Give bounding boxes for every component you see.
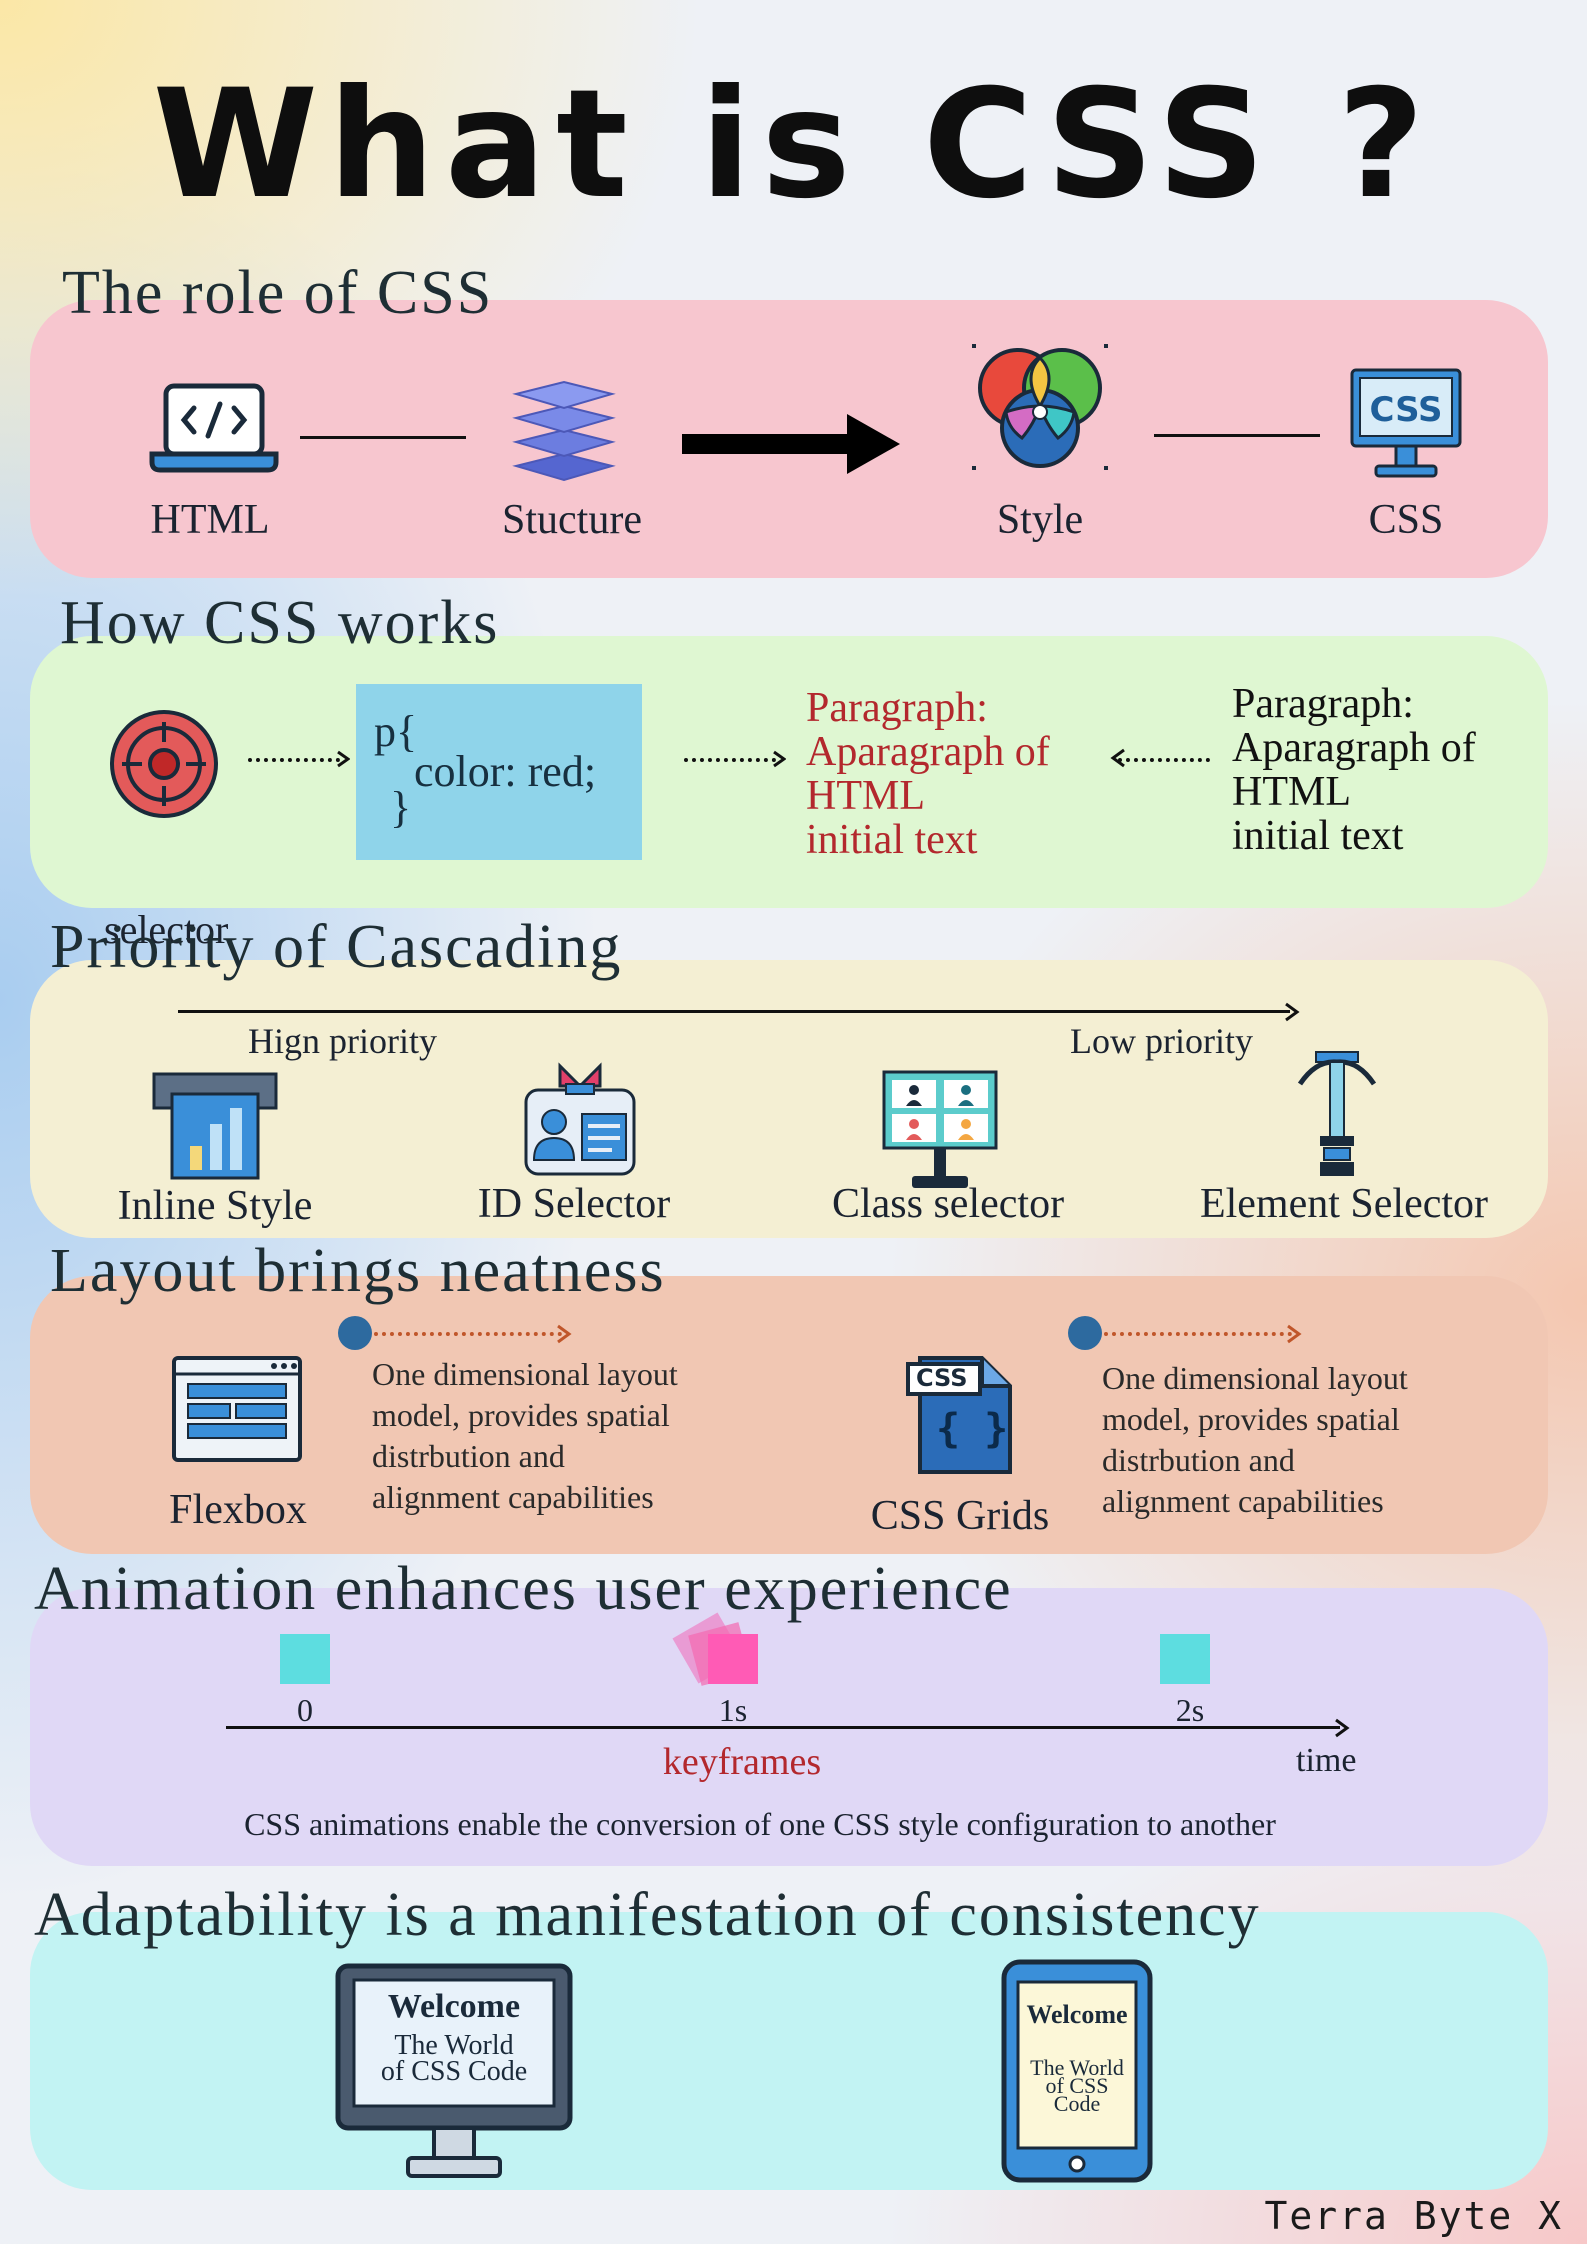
- works-heading: How CSS works: [60, 589, 500, 657]
- styled-line: Paragraph:: [806, 685, 988, 731]
- high-priority-label: Hign priority: [248, 1021, 437, 1061]
- desc-line: alignment capabilities: [1102, 1483, 1384, 1519]
- role-label-style: Style: [996, 497, 1084, 543]
- time-label: time: [1296, 1742, 1357, 1779]
- keyframe-square-2: [1160, 1634, 1210, 1684]
- tablet-line: The World: [1030, 2055, 1124, 2080]
- flow-arrow: [248, 758, 340, 762]
- tick-label: 2s: [1175, 1692, 1205, 1728]
- css-file-icon: CSS { }: [906, 1354, 1014, 1476]
- source-paragraph: Paragraph: Aparagraph of HTML initial te…: [1232, 682, 1476, 858]
- works-panel: [30, 636, 1548, 908]
- priority-label-class: Class selector: [831, 1181, 1065, 1227]
- css-file-tag: CSS: [916, 1364, 968, 1392]
- adapt-panel: [30, 1912, 1548, 2190]
- tablet-line: Code: [1053, 2091, 1101, 2116]
- keyframes-label: keyframes: [662, 1741, 822, 1783]
- css-monitor-icon: CSS: [1348, 366, 1464, 482]
- css-file-braces: { }: [936, 1406, 1009, 1452]
- source-line: Aparagraph of: [1232, 725, 1476, 771]
- tick-label: 1s: [718, 1692, 748, 1728]
- animation-heading: Animation enhances user experience: [34, 1555, 1013, 1623]
- arrowhead-right-icon: [556, 1324, 572, 1344]
- inline-style-icon: [150, 1070, 280, 1182]
- selector-label: selector: [104, 907, 229, 952]
- svg-text:CSS: CSS: [1369, 390, 1442, 430]
- page-title: What is CSS ?: [152, 58, 1435, 232]
- css-code-block: p{ color: red; }: [356, 684, 642, 860]
- desc-line: One dimensional layout: [372, 1356, 678, 1392]
- role-heading: The role of CSS: [62, 259, 494, 327]
- adapt-heading: Adaptability is a manifestation of consi…: [34, 1881, 1261, 1949]
- desc-line: distrbution and: [372, 1438, 565, 1474]
- role-label-structure: Stucture: [502, 497, 642, 543]
- class-group-icon: [880, 1068, 1000, 1192]
- priority-label-id: ID Selector: [477, 1181, 671, 1227]
- arrowhead-right-icon: [1284, 1002, 1300, 1022]
- desktop-line: The World: [394, 2030, 514, 2061]
- layout-heading: Layout brings neatness: [50, 1237, 666, 1305]
- arrowhead-right-icon: [772, 750, 786, 768]
- stacked-layers-icon: [508, 376, 620, 486]
- desktop-monitor-icon: Welcome The World of CSS Code: [334, 1962, 574, 2182]
- desc-line: distrbution and: [1102, 1442, 1295, 1478]
- tick-label: 0: [297, 1692, 313, 1728]
- arrowhead-right-icon: [336, 750, 350, 768]
- priority-label-element: Element Selector: [1199, 1181, 1489, 1227]
- connector-line: [1154, 434, 1320, 437]
- flow-arrow: [1118, 758, 1210, 762]
- priority-label-inline: Inline Style: [117, 1183, 313, 1229]
- desc-line: One dimensional layout: [1102, 1360, 1408, 1396]
- watermark: Terra Byte X: [1264, 2194, 1563, 2238]
- flexbox-label: Flexbox: [169, 1487, 307, 1533]
- tablet-welcome: Welcome: [1026, 2000, 1128, 2029]
- low-priority-label: Low priority: [1070, 1021, 1253, 1061]
- styled-line: Aparagraph of: [806, 729, 1050, 775]
- styled-paragraph: Paragraph: Aparagraph of HTML initial te…: [806, 686, 1050, 862]
- timeline-axis: [226, 1726, 1340, 1729]
- flexbox-description: One dimensional layout model, provides s…: [372, 1354, 678, 1518]
- bullet-arrow: [374, 1332, 562, 1336]
- tablet-icon: Welcome The World of CSS Code: [1000, 1958, 1154, 2184]
- id-card-icon: [520, 1060, 640, 1180]
- source-line: Paragraph:: [1232, 681, 1414, 727]
- target-icon: [108, 708, 220, 820]
- color-venn-icon: [970, 340, 1110, 476]
- arrowhead-left-icon: [1110, 748, 1126, 768]
- code-line: p{: [374, 707, 418, 756]
- bullet-arrow: [1104, 1332, 1292, 1336]
- animation-caption: CSS animations enable the conversion of …: [244, 1806, 1276, 1842]
- flow-arrow: [684, 758, 776, 762]
- priority-panel: [30, 960, 1548, 1238]
- desc-line: model, provides spatial: [1102, 1401, 1400, 1437]
- styled-line: HTML: [806, 773, 925, 819]
- priority-heading: Priority of Cascading: [50, 913, 623, 981]
- role-label-css: CSS: [1368, 497, 1444, 543]
- desktop-line: of CSS Code: [380, 2056, 528, 2087]
- keyframe-square-1: [708, 1634, 758, 1684]
- code-line: }: [390, 783, 412, 832]
- desc-line: model, provides spatial: [372, 1397, 670, 1433]
- priority-axis-line: [178, 1010, 1290, 1013]
- source-line: initial text: [1232, 813, 1404, 859]
- tablet-line: of CSS: [1045, 2073, 1109, 2098]
- element-tool-icon: [1292, 1048, 1382, 1180]
- keyframe-square-0: [280, 1634, 330, 1684]
- laptop-code-icon: [148, 382, 280, 474]
- code-line: color: red;: [414, 747, 597, 796]
- desc-line: alignment capabilities: [372, 1479, 654, 1515]
- bullet-dot-icon: [1068, 1316, 1102, 1350]
- desktop-welcome: Welcome: [387, 1988, 521, 2025]
- role-label-html: HTML: [150, 497, 270, 543]
- styled-line: initial text: [806, 817, 978, 863]
- grids-description: One dimensional layout model, provides s…: [1102, 1358, 1408, 1522]
- bullet-dot-icon: [338, 1316, 372, 1350]
- arrowhead-right-icon: [1334, 1718, 1350, 1738]
- source-line: HTML: [1232, 769, 1351, 815]
- arrow-right-icon: [682, 414, 902, 474]
- arrowhead-right-icon: [1286, 1324, 1302, 1344]
- connector-line: [300, 436, 466, 439]
- css-grids-label: CSS Grids: [870, 1493, 1050, 1539]
- flexbox-icon: [170, 1354, 304, 1464]
